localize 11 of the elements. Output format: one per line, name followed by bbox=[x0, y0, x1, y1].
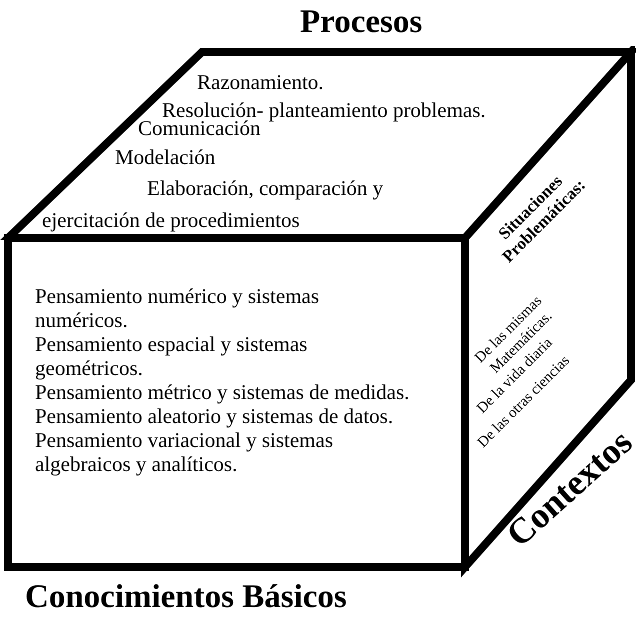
list-item: Pensamiento numérico y sistemas numéricos. bbox=[35, 284, 320, 332]
list-item: Pensamiento espacial y sistemas geométricos. bbox=[35, 332, 308, 380]
face-heading: Conocimientos Básicos bbox=[25, 581, 347, 614]
list-item: Pensamiento variacional y sistemas algebraicos y analíticos. bbox=[35, 428, 334, 476]
list-item: Pensamiento métrico y sistemas de medidas. bbox=[35, 380, 410, 404]
list-item: Razonamiento. bbox=[197, 69, 324, 96]
list-item: Elaboración, comparación y ejercitación de procedimientos bbox=[42, 175, 384, 234]
face-heading: Procesos bbox=[300, 6, 422, 39]
list-item: Comunicación bbox=[138, 116, 260, 142]
list-item: Pensamiento aleatorio y sistemas de datos. bbox=[35, 404, 394, 428]
list-item: Modelación bbox=[115, 144, 216, 171]
